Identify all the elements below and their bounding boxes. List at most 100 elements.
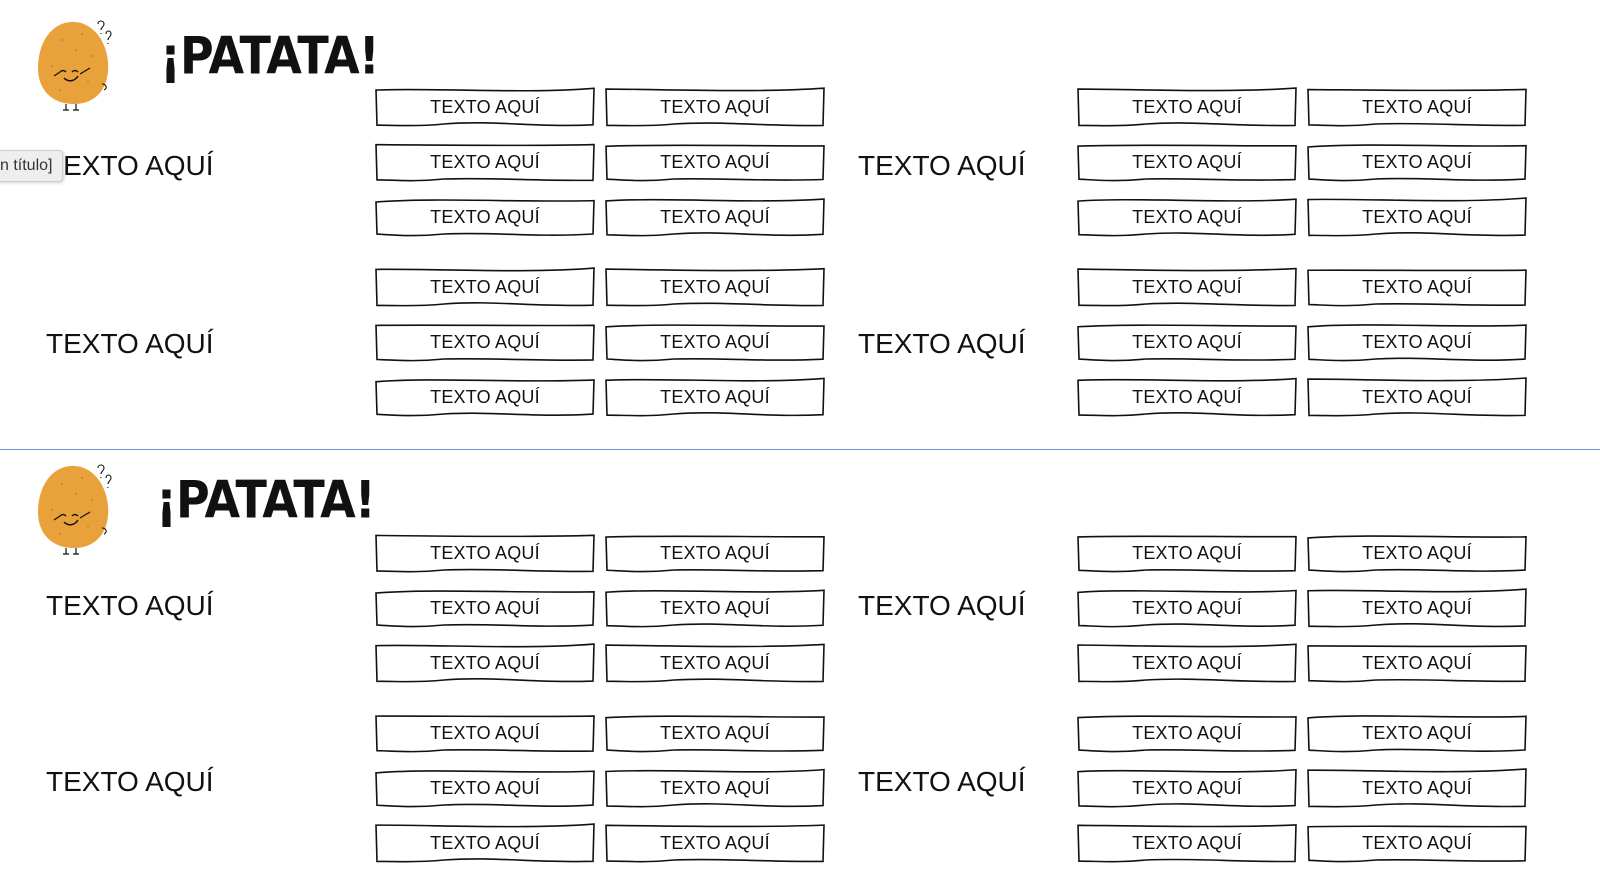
word-box-outline xyxy=(1307,768,1527,808)
word-box: TEXTO AQUÍ xyxy=(1306,376,1528,418)
word-box-outline xyxy=(1077,643,1297,683)
word-box: TEXTO AQUÍ xyxy=(604,532,826,574)
word-box-outline xyxy=(1077,267,1297,307)
word-box-label: TEXTO AQUÍ xyxy=(1362,542,1472,563)
section-label: TEXTO AQUÍ xyxy=(858,328,1026,359)
word-box-label: TEXTO AQUÍ xyxy=(1132,777,1242,798)
word-box-outline xyxy=(605,643,825,683)
word-box: TEXTO AQUÍ xyxy=(604,767,826,809)
word-box-outline xyxy=(1077,198,1297,237)
word-box: TEXTO AQUÍ xyxy=(1076,822,1298,864)
word-box-label: TEXTO AQUÍ xyxy=(660,722,770,743)
page-divider xyxy=(0,449,1600,450)
word-box-outline xyxy=(605,324,825,362)
word-box-label: TEXTO AQUÍ xyxy=(1362,206,1472,227)
word-box-outline xyxy=(375,590,595,628)
word-box-label: TEXTO AQUÍ xyxy=(430,542,540,563)
word-box-group: TEXTO AQUÍ TEXTO AQUÍ TEXTO AQUÍ TEXTO AQUÍ… xyxy=(1076,532,1528,688)
word-box-label: TEXTO AQUÍ xyxy=(1362,386,1472,407)
word-box-group: TEXTO AQUÍ TEXTO AQUÍ TEXTO AQUÍ TEXTO AQUÍ… xyxy=(1076,86,1528,242)
word-box: TEXTO AQUÍ xyxy=(1306,587,1528,629)
page-title: ¡PATATA! xyxy=(160,25,380,86)
word-box-label: TEXTO AQUÍ xyxy=(1132,597,1242,618)
word-box-label: TEXTO AQUÍ xyxy=(660,652,770,673)
word-box-group: TEXTO AQUÍ TEXTO AQUÍ TEXTO AQUÍ TEXTO AQUÍ… xyxy=(374,86,826,242)
word-box-label: TEXTO AQUÍ xyxy=(660,597,770,618)
word-box: TEXTO AQUÍ xyxy=(1076,376,1298,418)
word-box-group: TEXTO AQUÍ TEXTO AQUÍ TEXTO AQUÍ TEXTO AQUÍ… xyxy=(1076,266,1528,422)
word-box-label: TEXTO AQUÍ xyxy=(430,331,540,352)
word-box-label: TEXTO AQUÍ xyxy=(1132,722,1242,743)
word-box-label: TEXTO AQUÍ xyxy=(1362,151,1472,172)
word-box-label: TEXTO AQUÍ xyxy=(1132,96,1242,117)
word-box: TEXTO AQUÍ xyxy=(1076,532,1298,574)
word-box: TEXTO AQUÍ xyxy=(374,587,596,629)
word-box-outline xyxy=(375,715,595,753)
word-box-label: TEXTO AQUÍ xyxy=(1362,652,1472,673)
section-label: TEXTO AQUÍ xyxy=(858,590,1026,621)
word-box-label: TEXTO AQUÍ xyxy=(430,652,540,673)
word-box: TEXTO AQUÍ xyxy=(1306,822,1528,864)
word-box-label: TEXTO AQUÍ xyxy=(660,331,770,352)
word-box: TEXTO AQUÍ xyxy=(374,376,596,418)
word-box-outline xyxy=(375,267,595,307)
word-box-label: TEXTO AQUÍ xyxy=(1132,151,1242,172)
potato-mascot-icon xyxy=(38,464,112,555)
word-box-outline xyxy=(605,144,825,182)
word-box-label: TEXTO AQUÍ xyxy=(660,96,770,117)
word-box-outline xyxy=(605,377,825,417)
word-box-outline xyxy=(1307,144,1527,182)
word-box-outline xyxy=(375,823,595,863)
word-box: TEXTO AQUÍ xyxy=(1076,587,1298,629)
word-box-outline xyxy=(1307,588,1527,628)
potato-mascot-icon xyxy=(38,20,112,111)
worksheet-page-1: ¡PATATA! TEXTO AQUÍ TEXTO AQUÍ TEXTO AQU… xyxy=(0,0,1600,440)
word-box-label: TEXTO AQUÍ xyxy=(660,206,770,227)
word-box-outline xyxy=(1307,197,1527,237)
word-box-label: TEXTO AQUÍ xyxy=(1132,276,1242,297)
word-box-label: TEXTO AQUÍ xyxy=(1132,331,1242,352)
word-box-label: TEXTO AQUÍ xyxy=(430,832,540,853)
word-box-label: TEXTO AQUÍ xyxy=(1132,386,1242,407)
word-box-outline xyxy=(1307,715,1527,753)
word-box-outline xyxy=(375,770,595,808)
word-box-label: TEXTO AQUÍ xyxy=(1362,597,1472,618)
word-box: TEXTO AQUÍ xyxy=(1076,141,1298,183)
word-box-label: TEXTO AQUÍ xyxy=(430,151,540,172)
section-label: TEXTO AQUÍ xyxy=(46,328,214,359)
word-box: TEXTO AQUÍ xyxy=(374,822,596,864)
word-box-label: TEXTO AQUÍ xyxy=(660,777,770,798)
word-box: TEXTO AQUÍ xyxy=(1076,767,1298,809)
word-box-outline xyxy=(605,824,825,863)
word-box: TEXTO AQUÍ xyxy=(1306,321,1528,363)
word-box-outline xyxy=(1307,377,1527,417)
word-box-group: TEXTO AQUÍ TEXTO AQUÍ TEXTO AQUÍ TEXTO AQUÍ… xyxy=(374,266,826,422)
word-box: TEXTO AQUÍ xyxy=(604,196,826,238)
word-box-outline xyxy=(1077,715,1297,753)
word-box-label: TEXTO AQUÍ xyxy=(430,276,540,297)
word-box-outline xyxy=(1077,768,1297,808)
word-box-label: TEXTO AQUÍ xyxy=(660,832,770,853)
word-box-outline xyxy=(375,87,595,127)
word-box: TEXTO AQUÍ xyxy=(1076,196,1298,238)
word-box: TEXTO AQUÍ xyxy=(604,642,826,684)
word-box-outline xyxy=(1307,825,1527,863)
section-label: TEXTO AQUÍ xyxy=(46,590,214,621)
word-box-label: TEXTO AQUÍ xyxy=(660,386,770,407)
word-box-outline xyxy=(375,643,595,683)
word-box-label: TEXTO AQUÍ xyxy=(1132,652,1242,673)
word-box-outline xyxy=(1077,535,1297,573)
word-box-label: TEXTO AQUÍ xyxy=(1362,276,1472,297)
word-box-outline xyxy=(375,534,595,573)
word-box-label: TEXTO AQUÍ xyxy=(1132,206,1242,227)
word-box: TEXTO AQUÍ xyxy=(374,767,596,809)
word-box-label: TEXTO AQUÍ xyxy=(1362,777,1472,798)
word-box: TEXTO AQUÍ xyxy=(374,86,596,128)
word-box: TEXTO AQUÍ xyxy=(1306,86,1528,128)
word-box-outline xyxy=(605,198,825,237)
word-box: TEXTO AQUÍ xyxy=(374,141,596,183)
word-box: TEXTO AQUÍ xyxy=(604,376,826,418)
word-box-outline xyxy=(1077,144,1297,182)
